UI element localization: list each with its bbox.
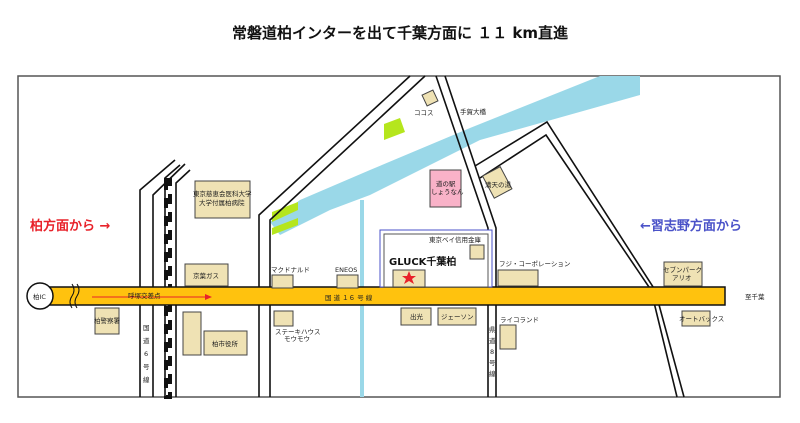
autobacs-label: オートバックス xyxy=(679,315,724,323)
road xyxy=(444,75,497,397)
route16-label: 国 道 １６ 号 線 xyxy=(325,293,373,302)
autobacs-building xyxy=(681,310,711,327)
coco-label: ココス xyxy=(414,109,434,117)
svg-text:号: 号 xyxy=(143,363,150,371)
kashiwa-ic xyxy=(26,282,54,310)
road xyxy=(479,133,678,398)
hospital-label: 東京慈恵会医科大学 xyxy=(193,189,252,198)
city-hall-label: 柏市役所 xyxy=(212,339,239,348)
railway-line xyxy=(175,169,191,397)
river xyxy=(270,76,640,235)
svg-text:国: 国 xyxy=(143,324,150,332)
svg-text:8: 8 xyxy=(490,348,494,356)
from-kashiwa-label: 柏方面から → xyxy=(30,218,111,234)
coco-building xyxy=(421,89,439,107)
michinoeki-label: しょうなん xyxy=(431,188,464,196)
bridge-label: 手賀大橋 xyxy=(460,107,487,116)
bank-label: 東京ベイ信用金庫 xyxy=(429,235,482,244)
fuji-label: フジ・コーポレーション xyxy=(499,260,570,268)
pref8-label: 県 道 8 号 線 xyxy=(489,326,496,378)
svg-text:道: 道 xyxy=(143,336,150,345)
michinoeki-label: 道の駅 xyxy=(436,179,456,188)
route-arrow-head xyxy=(205,294,212,300)
ic-label: 柏IC xyxy=(33,292,46,301)
hospital-building xyxy=(194,180,251,219)
svg-text:6: 6 xyxy=(144,350,148,358)
city-hall-building xyxy=(203,330,248,356)
road xyxy=(258,75,411,397)
mcdonalds-building xyxy=(271,274,294,289)
michinoeki-building xyxy=(429,169,462,208)
eneos-label: ENEOS xyxy=(335,266,357,274)
steak-building xyxy=(273,310,294,327)
eneos-building xyxy=(336,274,359,289)
road xyxy=(474,120,685,398)
gluck-label: GLUCK千葉柏 xyxy=(389,255,456,268)
svg-text:県: 県 xyxy=(489,326,496,334)
bank-building xyxy=(469,244,485,260)
jason-label: ジェーソン xyxy=(441,313,474,321)
road xyxy=(435,75,489,397)
onsen-building xyxy=(481,166,513,199)
raiko-label: ライコランド xyxy=(500,316,539,324)
hospital-label: 大学付属柏病院 xyxy=(199,198,245,207)
green-area xyxy=(272,218,298,235)
keiyo-gas-building xyxy=(184,263,229,287)
road xyxy=(269,75,426,397)
city-hall-annex xyxy=(182,311,202,356)
steak-label: モウモウ xyxy=(284,335,310,343)
jason-building xyxy=(437,307,477,326)
svg-text:号: 号 xyxy=(489,359,496,367)
green-area xyxy=(384,118,405,140)
fuji-building xyxy=(497,269,539,287)
idemitsu-building xyxy=(400,307,432,326)
svg-text:線: 線 xyxy=(143,375,150,384)
gluck-star-icon xyxy=(402,271,416,284)
police-label: 柏警察署 xyxy=(94,316,121,325)
steak-label: ステーキハウス xyxy=(275,328,321,336)
seven-park-label: アリオ xyxy=(672,274,692,282)
green-area xyxy=(272,202,298,222)
onsen-label: 満天の湯 xyxy=(485,180,512,189)
route6-label: 国 道 6 号 線 xyxy=(143,324,150,384)
route6-road xyxy=(152,163,186,397)
intersection-label: 呼塚交差点 xyxy=(128,291,161,300)
route6-road xyxy=(139,159,176,397)
raiko-building xyxy=(499,324,517,350)
seven-park-label: セブンパーク xyxy=(663,265,702,274)
keiyo-gas-label: 京葉ガス xyxy=(193,271,219,280)
break-mark xyxy=(69,283,80,309)
mcdonalds-label: マクドナルド xyxy=(271,266,310,274)
from-narashino-label: ←習志野方面から xyxy=(640,218,742,234)
police-building xyxy=(94,307,120,335)
to-chiba-label: 至千葉 xyxy=(745,292,765,301)
svg-text:道: 道 xyxy=(489,336,496,345)
idemitsu-label: 出光 xyxy=(410,312,424,321)
map-title: 常磐道柏インターを出て千葉方面に １１ km直進 xyxy=(231,24,569,42)
svg-text:線: 線 xyxy=(489,369,496,378)
seven-park-building xyxy=(663,261,703,287)
